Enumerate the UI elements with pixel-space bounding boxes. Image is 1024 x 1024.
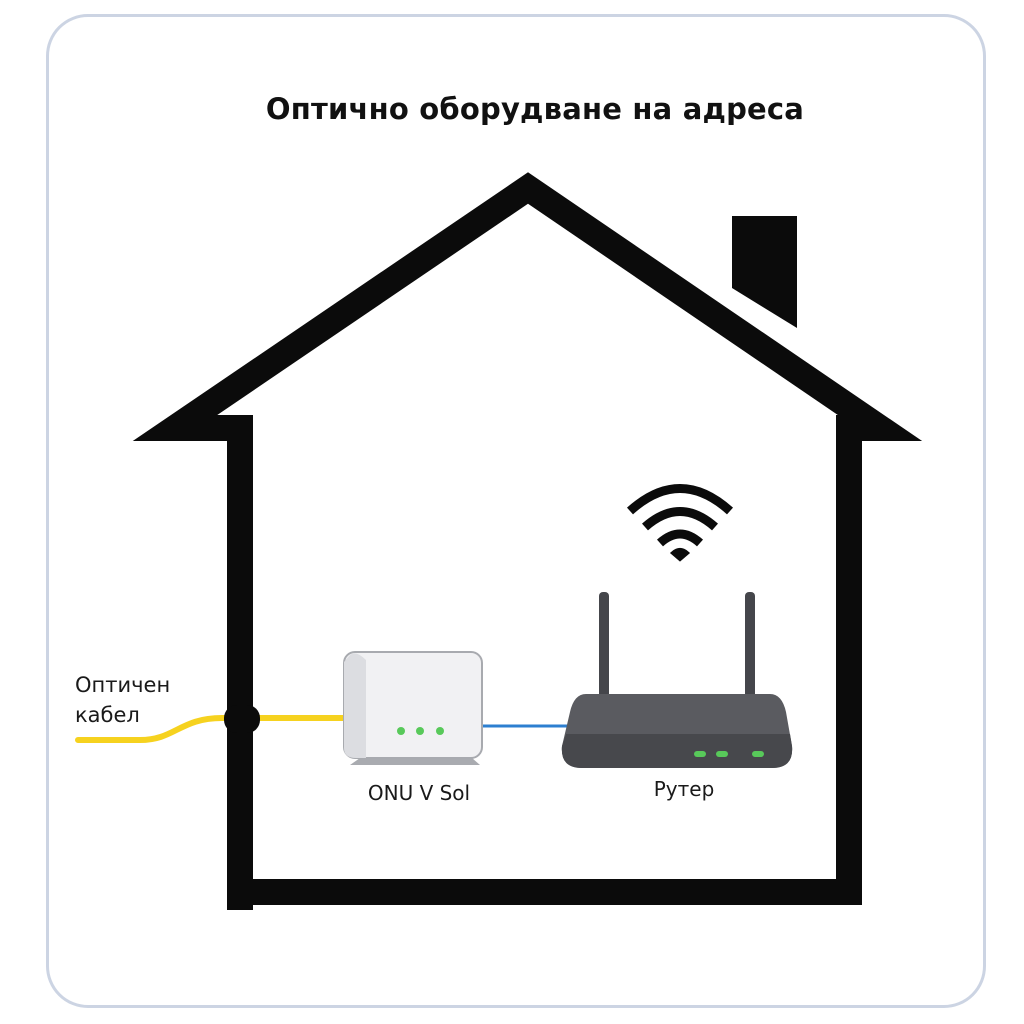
diagram-card (46, 14, 986, 1008)
router-label: Рутер (653, 777, 715, 801)
wifi-icon (626, 484, 734, 562)
onu-label: ONU V Sol (367, 781, 471, 805)
router-device-icon (561, 592, 793, 768)
fiber-cable-label: Оптичен кабел (75, 670, 170, 730)
router-antenna (599, 592, 609, 702)
onu-status-led (416, 727, 424, 735)
router-status-led (752, 751, 764, 757)
onu-status-led (436, 727, 444, 735)
onu-status-led (397, 727, 405, 735)
fiber-cable (75, 715, 349, 743)
router-status-led (716, 751, 728, 757)
onu-device-icon (343, 651, 483, 765)
wall-entry-grommet (224, 705, 260, 733)
router-status-led (694, 751, 706, 757)
diagram-title: Оптично оборудване на адреса (265, 92, 805, 126)
fiber-cable-label-line1: Оптичен (75, 673, 171, 697)
fiber-cable-label-line2: кабел (75, 703, 140, 727)
house-outline-icon (132, 172, 923, 910)
router-antenna (745, 592, 755, 702)
